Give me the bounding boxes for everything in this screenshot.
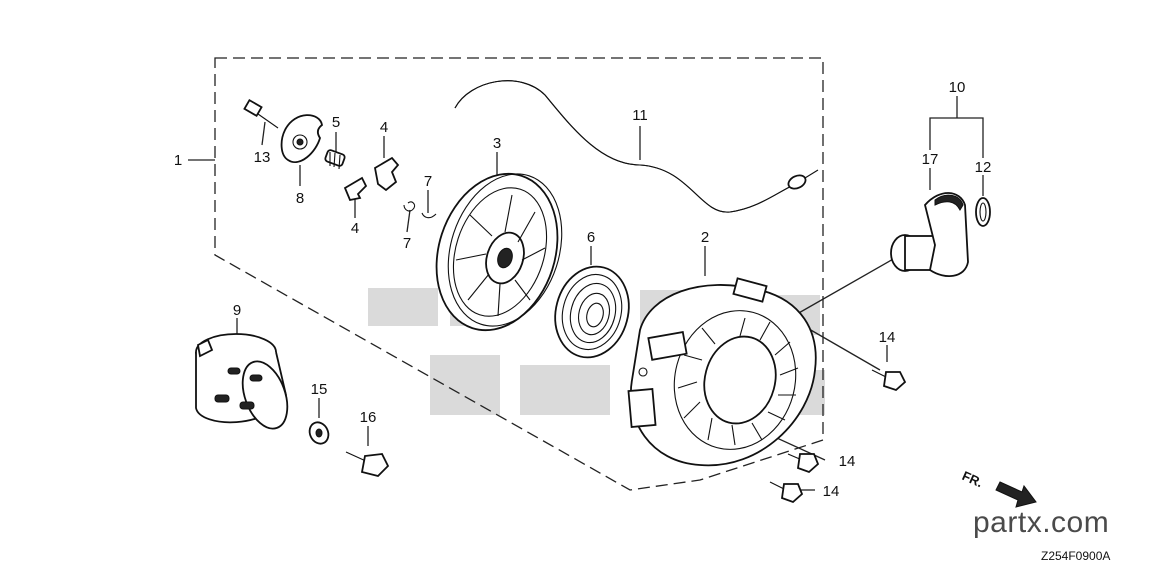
grip-insert: [975, 197, 991, 227]
callout-11: 11: [632, 107, 648, 124]
callout-2: 2: [701, 229, 709, 246]
ratchet-guide: [280, 114, 323, 163]
flange-bolt-14-middle: [787, 453, 820, 474]
flange-bolt-14-top: [871, 369, 907, 392]
callout-14-bottom: 14: [823, 483, 840, 500]
friction-spring-lower: [403, 201, 416, 212]
callout-10: 10: [949, 79, 966, 96]
callout-9: 9: [233, 302, 241, 319]
front-direction-arrow-icon: [995, 481, 1037, 508]
callout-7-lower: 7: [403, 235, 411, 252]
recoil-reel: [435, 172, 563, 332]
callout-14-top: 14: [879, 329, 896, 346]
diagram-code: Z254F0900A: [1041, 549, 1111, 563]
ratchet-spring: [324, 149, 346, 170]
flange-bolt-16: [345, 451, 390, 477]
site-watermark: partx.com: [973, 506, 1110, 539]
callout-16: 16: [360, 409, 377, 426]
callout-6: 6: [587, 229, 595, 246]
callout-7-upper: 7: [424, 173, 432, 190]
callout-4-lower: 4: [351, 220, 359, 237]
flange-bolt-13: [243, 98, 279, 129]
starter-pulley: [195, 333, 289, 430]
ratchet-lower: [343, 176, 368, 202]
friction-spring-upper: [421, 212, 437, 219]
callout-15: 15: [311, 381, 328, 398]
callout-17: 17: [922, 151, 939, 168]
callout-1: 1: [174, 152, 182, 169]
recoil-starter-case: [627, 277, 817, 467]
callout-13: 13: [254, 149, 271, 166]
starter-grip: [890, 192, 969, 277]
callout-3: 3: [493, 135, 501, 152]
callout-4-upper: 4: [380, 119, 388, 136]
rope-knot: [787, 169, 819, 190]
callout-5: 5: [332, 114, 340, 131]
assembly-boundary: [214, 57, 824, 491]
callout-12: 12: [975, 159, 992, 176]
callout-8: 8: [296, 190, 304, 207]
washer: [308, 421, 330, 445]
flange-bolt-14-bottom: [769, 481, 804, 504]
callout-labels: 1 2 3 4 4 5 6 7 7 8 9 10 11 12 13 14 14 …: [174, 79, 992, 500]
recoil-spring: [554, 265, 630, 359]
ratchet-upper: [373, 156, 400, 192]
callout-14-middle: 14: [839, 453, 856, 470]
